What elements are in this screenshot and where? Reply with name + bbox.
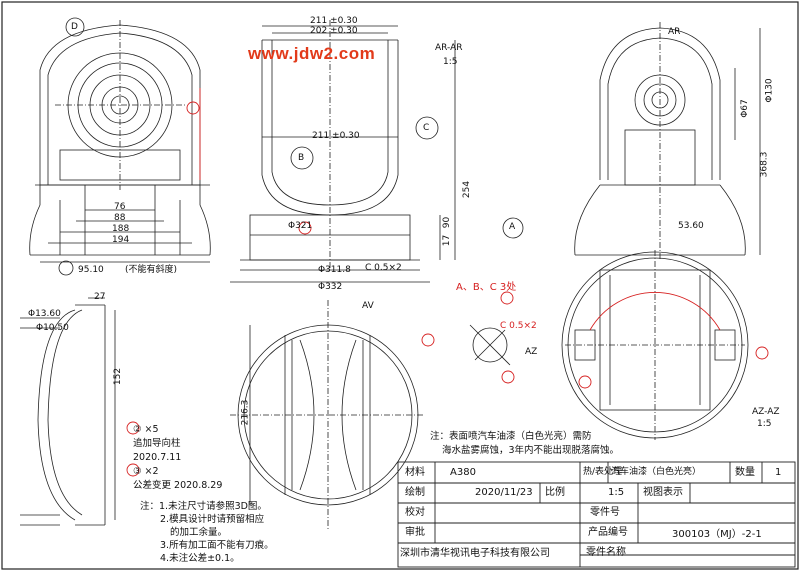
tb-qty: 1 (775, 467, 782, 478)
dim-17: 17 (442, 234, 453, 247)
dim-d10-50: Φ10.50 (36, 323, 69, 333)
section-ar-ar-label: AR-AR (435, 43, 463, 53)
tb-company: 深圳市清华视讯电子科技有限公司 (400, 548, 550, 559)
dim-90: 90 (442, 216, 453, 229)
rev-line-3: 2020.7.11 (133, 452, 182, 463)
dim-76: 76 (114, 202, 126, 212)
tb-scale: 1:5 (608, 487, 625, 498)
dim-211-mid: 211 ±0.30 (312, 131, 360, 141)
dim-152: 152 (113, 367, 124, 386)
dim-d67: Φ67 (739, 99, 750, 118)
datum-a-label: A (509, 222, 516, 232)
general-note-1: 注：1.未注尺寸请参照3D图。 (140, 501, 267, 512)
dim-194: 194 (112, 235, 130, 245)
tb-part-no-label: 零件号 (590, 507, 620, 518)
tb-date: 2020/11/23 (475, 487, 533, 498)
general-note-2: 2.模具设计时请预留相应 (160, 514, 265, 525)
tb-part-name-label: 零件名称 (586, 547, 626, 558)
general-note-5: 4.未注公差±0.1。 (160, 553, 240, 564)
general-note-3: 的加工余量。 (170, 527, 228, 538)
dim-211-top: 211 ±0.30 (310, 16, 358, 26)
dim-95: 95.10 (78, 265, 104, 275)
dim-254: 254 (462, 180, 473, 199)
dim-d130: Φ130 (764, 78, 775, 103)
surface-note-2: 海水盐雾腐蚀，3年内不能出现脱落腐蚀。 (442, 445, 620, 456)
detail-c-label: C (423, 123, 430, 133)
tb-check-label: 校对 (405, 507, 425, 518)
dim-27: 27 (94, 292, 106, 302)
detail-abc-label: A、B、C 3处 (456, 282, 517, 293)
dim-c05: C 0.5×2 (365, 263, 402, 273)
tb-heat-label: 热/表处理 (583, 467, 623, 477)
rev-line-2: 追加导向柱 (133, 438, 181, 449)
red-markups (126, 88, 769, 477)
tb-scale-label: 比例 (545, 487, 565, 498)
section-ar-ar (230, 20, 456, 283)
rev-line-4: ③ ×2 (133, 466, 159, 477)
front-view (29, 20, 211, 263)
dim-d311: Φ311.8 (318, 265, 351, 275)
dim-88: 88 (114, 213, 126, 223)
tb-drawn-label: 绘制 (405, 487, 425, 498)
view-az-label: AZ (525, 347, 538, 357)
detail-abc (469, 324, 511, 366)
tb-product-no: 300103（MJ）-2-1 (672, 529, 762, 540)
dim-d321: Φ321 (288, 221, 313, 231)
detail-b-bubble (290, 146, 314, 170)
rev-line-1: ② ×5 (133, 424, 159, 435)
tb-qty-label: 数量 (735, 467, 755, 478)
surface-note-1: 注：表面喷汽车油漆（白色光亮）需防 (430, 431, 592, 442)
detail-c-bubble (415, 116, 439, 140)
dim-c05-detail: C 0.5×2 (500, 321, 537, 331)
general-note-4: 3.所有加工面不能有刀痕。 (160, 540, 274, 551)
tb-product-label: 产品编号 (588, 527, 628, 538)
tb-material: A380 (450, 467, 476, 478)
title-block-lines (397, 461, 796, 568)
dim-202: 202 ±0.30 (310, 26, 358, 36)
rev-line-5: 公差变更 2020.8.29 (133, 480, 223, 491)
detail-d-bubble (65, 17, 85, 37)
top-circular-view (230, 300, 425, 530)
view-av-label: AV (362, 301, 374, 311)
dim-368: 368.3 (759, 151, 770, 178)
callout-1-bubble (58, 260, 74, 276)
section-az-scale: 1:5 (757, 419, 772, 429)
detail-b-label: B (298, 153, 305, 163)
section-ar-scale: 1:5 (443, 57, 458, 67)
dim-53: 53.60 (678, 221, 704, 231)
dim-d13-60: Φ13.60 (28, 309, 61, 319)
tb-view-label: 视图表示 (643, 487, 683, 498)
dim-188: 188 (112, 224, 130, 234)
tb-approve-label: 审批 (405, 527, 425, 538)
dim-216: 216.3 (240, 399, 251, 426)
tb-material-label: 材料 (405, 467, 425, 478)
narrow-side-view (20, 297, 116, 526)
datum-a-bubble (502, 217, 524, 239)
detail-d-label: D (71, 22, 78, 32)
tb-heat: 汽车油漆（白色光亮） (611, 467, 702, 477)
view-ar-label: AR (668, 27, 681, 37)
watermark: www.jdw2.com (248, 44, 376, 63)
dim-slope-note: (不能有斜度) (125, 265, 178, 275)
side-view (574, 22, 761, 260)
section-az-az-label: AZ-AZ (752, 407, 780, 417)
section-az-az (561, 250, 749, 440)
dim-d332: Φ332 (318, 282, 343, 292)
